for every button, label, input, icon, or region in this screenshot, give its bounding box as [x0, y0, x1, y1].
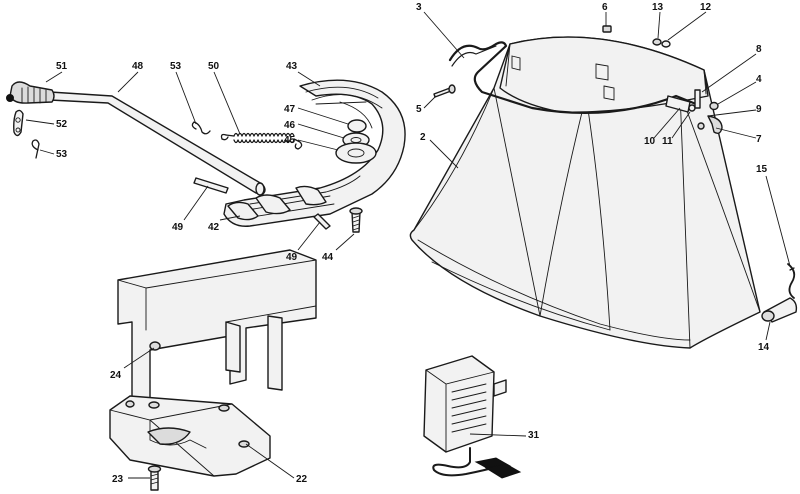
- hinge-bush: [347, 119, 367, 133]
- bush-flange: [335, 142, 377, 164]
- nut-12: [661, 40, 671, 48]
- callout-52: 52: [56, 119, 68, 130]
- leader-lines: [25, 11, 791, 479]
- callout-6: 6: [602, 2, 608, 13]
- lever-assembly: [6, 81, 266, 196]
- callout-14: 14: [758, 342, 770, 353]
- callout-53-lower: 53: [56, 149, 68, 160]
- callout-31: 31: [528, 430, 540, 441]
- grass-catcher: [409, 25, 798, 349]
- deflector-assembly: [223, 79, 406, 233]
- callout-53: 53: [170, 61, 182, 72]
- lever-grip: [9, 81, 55, 104]
- callout-42: 42: [208, 222, 220, 233]
- callout-11: 11: [662, 136, 673, 147]
- callout-15: 15: [756, 164, 768, 175]
- tension-spring: [220, 132, 303, 150]
- callout-44: 44: [322, 252, 334, 263]
- callout-8: 8: [756, 44, 762, 55]
- washer-13: [652, 38, 662, 46]
- callout-5: 5: [416, 104, 422, 115]
- frame-tube: [448, 41, 698, 114]
- callout-49-lower: 49: [286, 252, 298, 263]
- callout-23: 23: [112, 474, 124, 485]
- callout-10: 10: [644, 136, 656, 147]
- lever-rod-end: [255, 182, 265, 196]
- callout-7: 7: [756, 134, 762, 145]
- callout-labels: 51 48 53 50 43 52 53 47 46 45 49 42 49 4…: [56, 2, 770, 485]
- battery-charger: [423, 355, 522, 479]
- callout-45: 45: [284, 135, 296, 146]
- lever-rod: [49, 91, 266, 196]
- battery-box: [109, 395, 271, 477]
- clip-pin: [31, 139, 40, 159]
- callout-2: 2: [420, 132, 426, 143]
- charger-body: [423, 355, 495, 453]
- pin-bottom: [313, 213, 331, 230]
- charger-cable: [432, 447, 501, 477]
- callout-3: 3: [416, 2, 422, 13]
- callout-4: 4: [756, 74, 762, 85]
- callout-48: 48: [132, 61, 144, 72]
- callout-12: 12: [700, 2, 712, 13]
- callout-43: 43: [286, 61, 298, 72]
- callout-46: 46: [284, 120, 296, 131]
- callout-47: 47: [284, 104, 296, 115]
- callout-51: 51: [56, 61, 68, 72]
- chassis-frame: [117, 249, 317, 417]
- latch-bracket: [665, 95, 691, 113]
- spring-clip: [191, 121, 211, 135]
- pin-left: [193, 177, 229, 194]
- callout-49: 49: [172, 222, 184, 233]
- callout-13: 13: [652, 2, 664, 13]
- nut-24: [149, 341, 161, 351]
- chassis-section: [109, 249, 317, 491]
- nut-4: [709, 101, 719, 111]
- callout-9: 9: [756, 104, 762, 115]
- nut-6: [602, 25, 612, 33]
- deflector-plate: [223, 79, 406, 227]
- callout-50: 50: [208, 61, 220, 72]
- catcher-lid: [499, 36, 709, 113]
- callout-24: 24: [110, 370, 122, 381]
- callout-22: 22: [296, 474, 308, 485]
